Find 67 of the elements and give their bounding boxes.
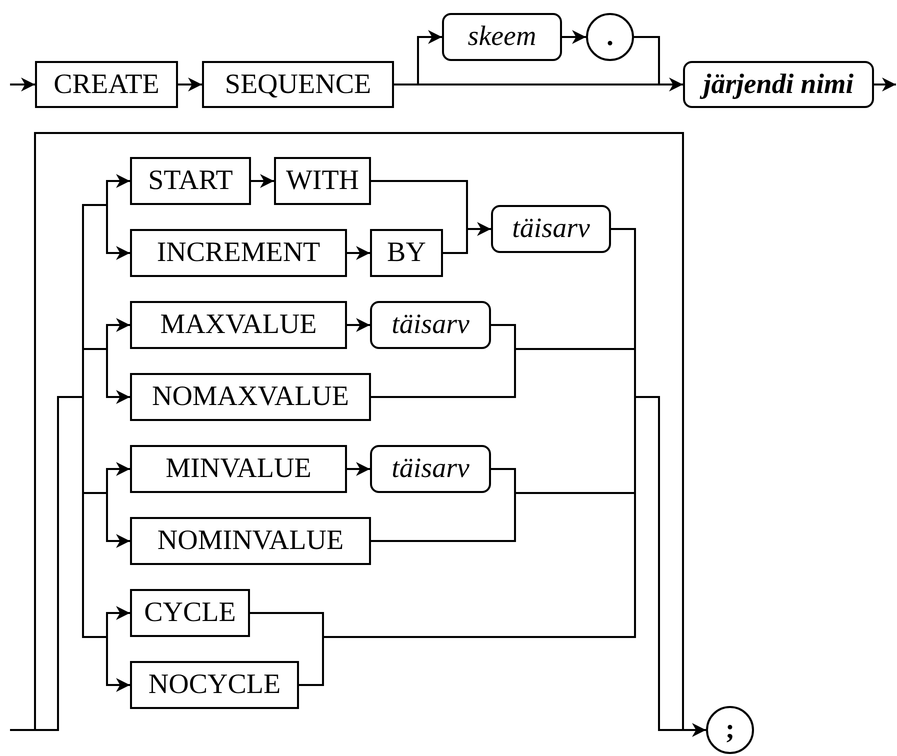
- connector-line: [418, 84, 659, 86]
- arrow: [106, 637, 130, 692]
- connector-line: [82, 349, 84, 397]
- keyword-box: MINVALUE: [130, 445, 347, 493]
- connector-line: [35, 396, 83, 731]
- arrow: [178, 78, 202, 92]
- connector-line: [83, 492, 107, 494]
- identifier-box: täisarv: [370, 301, 491, 349]
- terminal-circle: .: [586, 13, 634, 61]
- keyword-box: WITH: [274, 157, 371, 205]
- keyword-box: CYCLE: [130, 589, 250, 637]
- keyword-box: MAXVALUE: [130, 301, 347, 349]
- connector-line: [394, 84, 418, 86]
- arrow: [659, 78, 683, 92]
- arrow: [562, 30, 586, 44]
- connector-line: [611, 228, 636, 349]
- identifier-box: täisarv: [370, 445, 491, 493]
- arrow: [106, 606, 130, 637]
- connector-line: [82, 493, 107, 638]
- connector-line: [371, 180, 468, 229]
- arrow: [347, 462, 370, 476]
- terminal-circle: ;: [706, 706, 754, 754]
- connector-line: [635, 396, 681, 731]
- keyword-box: NOMINVALUE: [130, 517, 371, 565]
- arrow: [874, 78, 896, 92]
- connector-line: [515, 348, 635, 350]
- arrow: [251, 174, 274, 188]
- connector-line: [681, 729, 683, 731]
- connector-line: [34, 132, 684, 730]
- arrow: [347, 246, 370, 260]
- connector-line: [82, 204, 107, 349]
- arrow: [467, 222, 491, 236]
- connector-line: [443, 229, 468, 254]
- connector-line: [491, 324, 516, 349]
- connector-line: [491, 468, 516, 493]
- arrow: [106, 318, 130, 349]
- connector-line: [371, 493, 516, 542]
- arrow: [683, 723, 706, 737]
- connector-line: [10, 729, 35, 731]
- connector-line: [82, 397, 84, 493]
- identifier-box: skeem: [442, 13, 562, 61]
- arrow: [106, 462, 130, 493]
- connector-line: [634, 397, 636, 493]
- arrow: [106, 349, 130, 404]
- arrow: [10, 78, 35, 92]
- keyword-box: BY: [370, 229, 443, 277]
- connector-line: [299, 637, 324, 686]
- keyword-box: SEQUENCE: [202, 61, 394, 108]
- keyword-box: NOCYCLE: [130, 661, 299, 709]
- keyword-box: NOMAXVALUE: [130, 373, 371, 421]
- arrow: [347, 318, 370, 332]
- keyword-box: START: [130, 157, 251, 205]
- identifier-box: järjendi nimi: [683, 61, 874, 108]
- connector-line: [634, 349, 636, 397]
- connector-line: [515, 492, 635, 494]
- arrow: [106, 205, 130, 260]
- connector-line: [83, 348, 107, 350]
- keyword-box: CREATE: [35, 61, 178, 108]
- identifier-box: täisarv: [491, 205, 611, 253]
- connector-line: [250, 612, 324, 637]
- arrow: [106, 174, 130, 205]
- arrow: [417, 30, 442, 84]
- keyword-box: INCREMENT: [130, 229, 347, 277]
- connector-line: [634, 36, 660, 84]
- arrow: [106, 493, 130, 548]
- connector-line: [323, 493, 636, 638]
- connector-line: [371, 349, 516, 398]
